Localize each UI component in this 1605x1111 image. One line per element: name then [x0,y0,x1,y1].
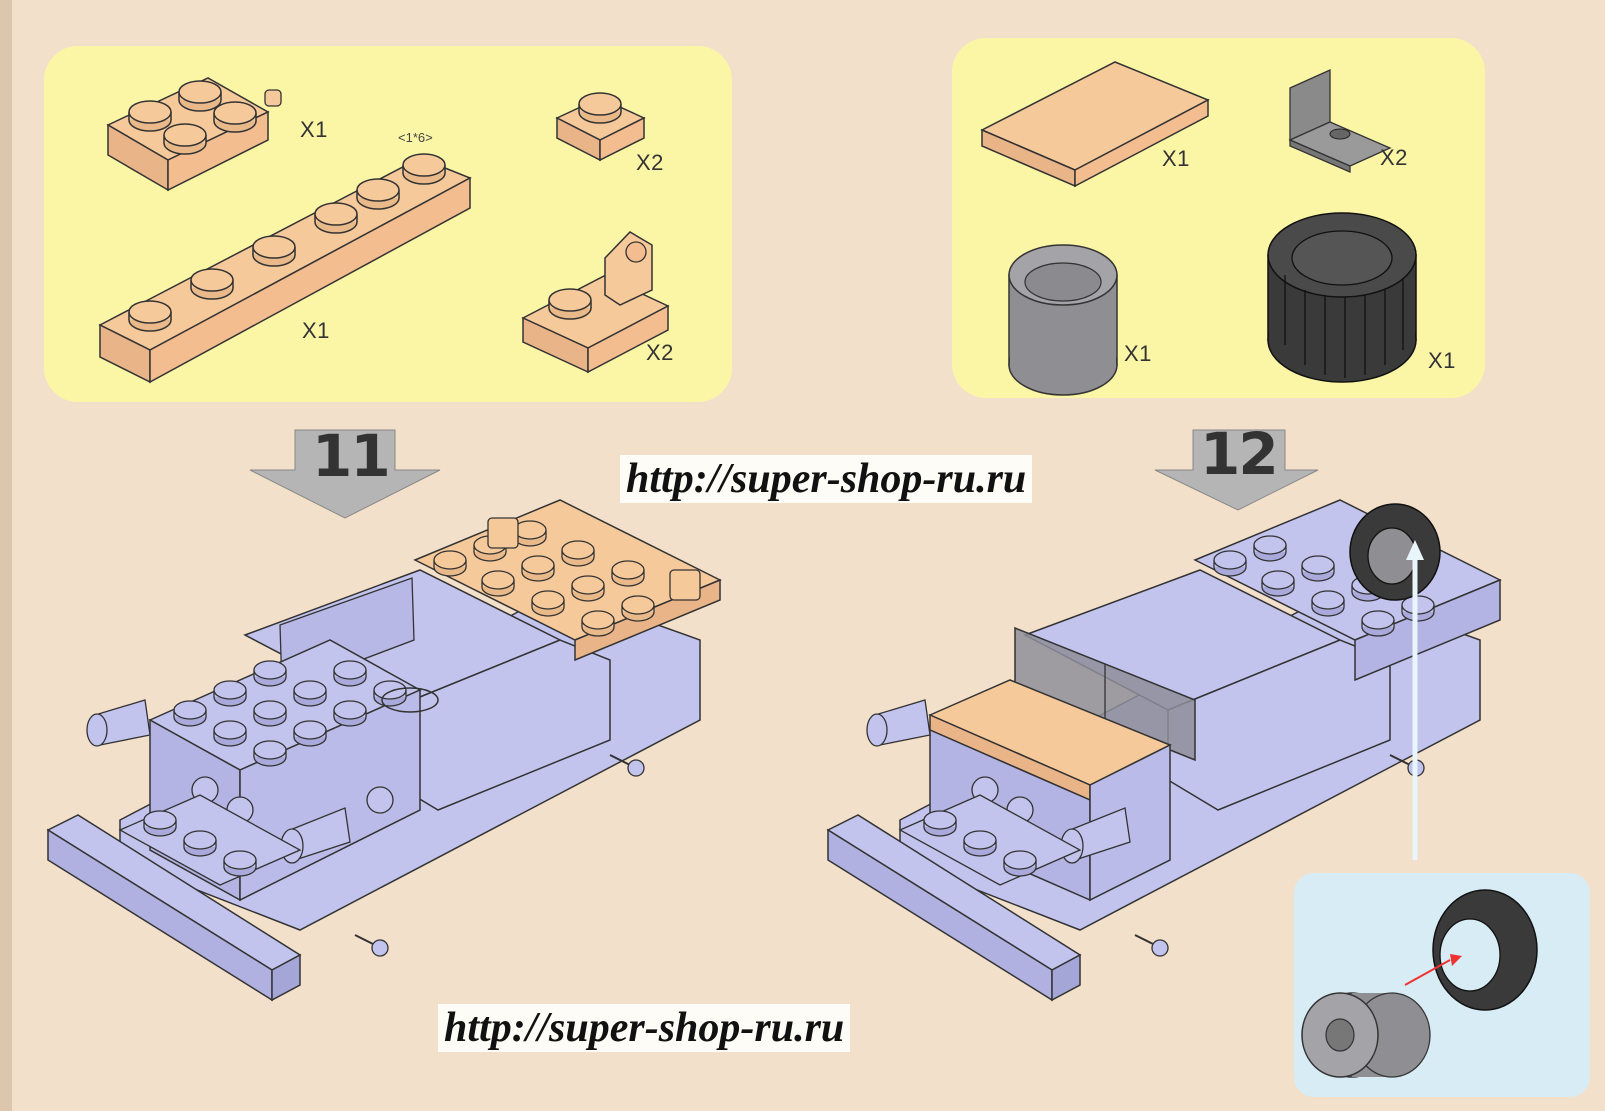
qty-wheel-rim: X1 [1124,341,1152,366]
qty-tile-2x4: X1 [1162,146,1190,171]
qty-plate-1x6: X1 [302,318,330,343]
page-binding-edge [0,0,12,1111]
part-hinge-plate [521,231,670,374]
part-wheel-rim [1008,244,1118,396]
qty-plate-2x2-with-pin: X1 [300,117,328,142]
inset-wheel-assembly [1301,889,1538,1078]
step-12-arrow [1154,429,1319,511]
plate-1x6-size-label: <1*6> [398,130,433,145]
part-tire [1267,212,1417,383]
watermark-url-bottom: http://super-shop-ru.ru [438,1004,851,1052]
watermark-url-top: http://super-shop-ru.ru [620,455,1033,503]
qty-tire: X1 [1428,348,1456,373]
part-plate-2x2-with-pin [106,77,282,192]
step-11-arrow [249,429,441,519]
part-windscreen-panel [1288,68,1392,173]
step-12-model [826,499,1502,1002]
qty-hinge-plate: X2 [646,340,674,365]
step-11-number: 11 [312,422,391,490]
step-11-model [46,499,722,1002]
part-tile-2x4 [980,61,1210,188]
step-12-number: 12 [1200,420,1279,488]
part-plate-1x1 [555,92,646,162]
qty-plate-1x1: X2 [636,150,664,175]
part-plate-1x6 [98,153,472,384]
qty-windscreen-panel: X2 [1380,145,1408,170]
